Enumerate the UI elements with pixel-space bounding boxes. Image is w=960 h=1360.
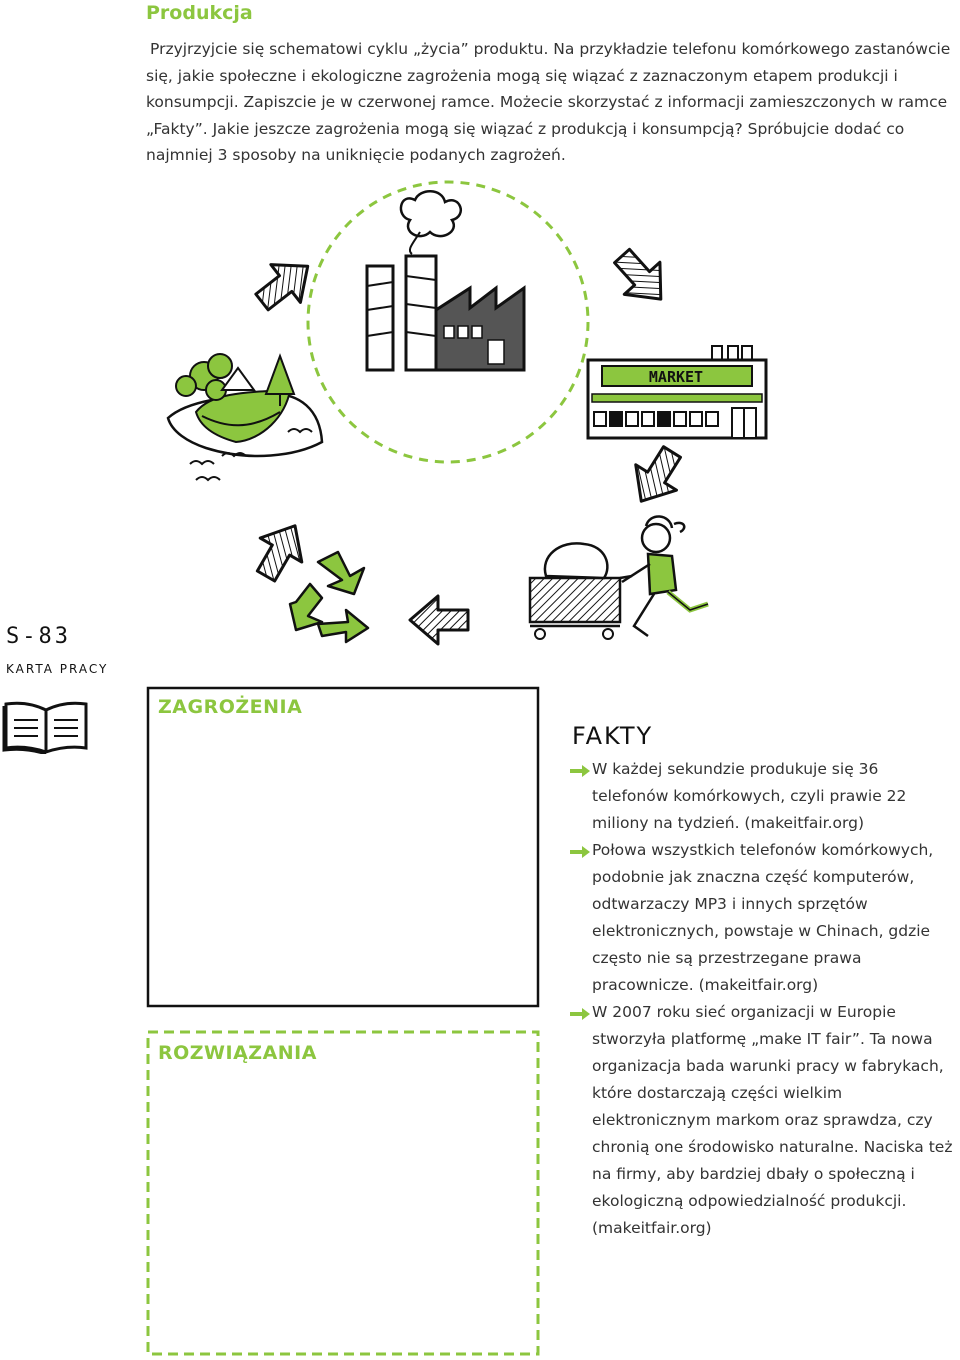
- book-icon: [2, 701, 88, 754]
- market-sign: MARKET: [649, 368, 703, 386]
- bullet-arrow-icon: [570, 765, 590, 777]
- facts-list: W każdej sekundzie produkuje się 36 tele…: [570, 756, 958, 1242]
- answer-boxes: [146, 686, 540, 1356]
- bullet-arrow-icon: [570, 1008, 590, 1020]
- market-icon: MARKET: [586, 345, 768, 440]
- threats-box: [146, 686, 540, 1008]
- life-cycle-diagram: MARKET: [166, 180, 768, 646]
- arrow-icon: [408, 594, 470, 646]
- worksheet-label: KARTA PRACY: [6, 662, 109, 676]
- nature-icon: [166, 353, 324, 482]
- fact-item: W każdej sekundzie produkuje się 36 tele…: [570, 756, 958, 837]
- arrow-icon: [602, 238, 681, 317]
- fact-item: W 2007 roku sieć organizacji w Europie s…: [570, 999, 958, 1242]
- fact-item: Połowa wszystkich telefonów komórkowych,…: [570, 837, 958, 999]
- threats-label: ZAGROŻENIA: [158, 696, 303, 718]
- solutions-label: ROZWIĄZANIA: [158, 1042, 317, 1064]
- intro-text: Przyjrzyjcie się schematowi cyklu „życia…: [146, 40, 951, 164]
- fact-text: Połowa wszystkich telefonów komórkowych,…: [592, 841, 934, 994]
- solutions-box: [146, 1030, 540, 1356]
- fact-text: W każdej sekundzie produkuje się 36 tele…: [592, 760, 907, 832]
- highlight-circle: [306, 180, 590, 464]
- bullet-arrow-icon: [570, 846, 590, 858]
- fact-text: W 2007 roku sieć organizacji w Europie s…: [592, 1003, 953, 1237]
- page-title: Produkcja: [146, 2, 253, 24]
- recycle-icon: [288, 550, 370, 644]
- worksheet-code: S-83: [6, 624, 71, 649]
- factory-icon: [365, 190, 526, 372]
- facts-title: FAKTY: [572, 722, 654, 750]
- arrow-icon: [619, 437, 694, 516]
- arrow-icon: [243, 512, 318, 590]
- shopper-icon: [528, 515, 709, 640]
- arrow-icon: [245, 245, 324, 323]
